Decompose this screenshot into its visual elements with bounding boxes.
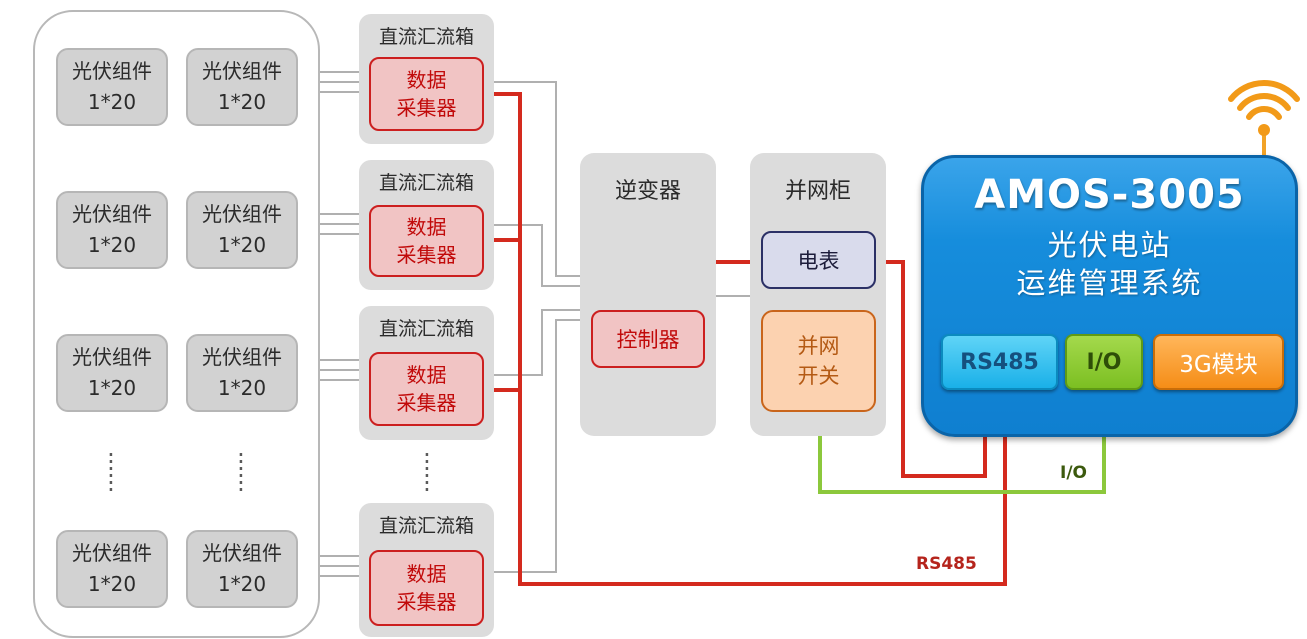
io-wire-label: I/O [1060,463,1087,483]
pv-module: 光伏组件 1*20 [56,191,168,269]
module-label: 光伏组件 [202,541,282,565]
module-label: 光伏组件 [202,59,282,83]
collector-label: 采集器 [396,391,457,415]
module-count: 1*20 [217,376,267,400]
module-count: 1*20 [87,233,137,257]
collector-label: 数据 [406,68,447,92]
controller: 控制器 [591,310,705,368]
dc-cables-inverter [486,81,750,573]
pv-module: 光伏组件 1*20 [186,530,298,608]
pv-module: 光伏组件 1*20 [56,334,168,412]
io-line [818,390,1106,494]
grid-switch: 并网开关 [761,310,876,412]
module-count: 1*20 [217,233,267,257]
dc-combiner-box: 直流汇流箱 数据采集器 [359,160,494,290]
pv-module: 光伏组件 1*20 [186,191,298,269]
combiner-title: 直流汇流箱 [378,172,474,194]
ellipsis-dots: ······ [237,441,245,504]
switch-label: 开关 [797,364,840,388]
combiner-title: 直流汇流箱 [378,26,474,48]
combiner-title: 直流汇流箱 [378,318,474,340]
wifi-signal-icon [1228,80,1300,136]
module-count: 1*20 [87,90,137,114]
dc-combiner-box: 直流汇流箱 数据采集器 [359,14,494,144]
dc-combiner-box: 直流汇流箱 数据采集器 [359,306,494,440]
collector-label: 数据 [406,363,447,387]
module-label: 光伏组件 [72,202,152,226]
collector-label: 采集器 [396,96,457,120]
switch-label: 并网 [797,334,840,358]
amos-subtitle-line: 光伏电站 [1047,228,1172,262]
ellipsis-dots: ······ [107,441,115,504]
module-label: 光伏组件 [202,345,282,369]
ellipsis-dots: ······ [423,441,431,504]
data-collector: 数据采集器 [369,205,484,277]
pv-module: 光伏组件 1*20 [56,48,168,126]
amos-subtitle: 光伏电站 运维管理系统 [924,226,1295,302]
dc-combiner-box: 直流汇流箱 数据采集器 [359,503,494,637]
collector-label: 数据 [406,215,447,239]
inverter-panel: 逆变器 控制器 [580,153,716,436]
module-count: 1*20 [87,572,137,596]
data-collector: 数据采集器 [369,57,484,131]
amos-title: AMOS-3005 [974,172,1245,218]
module-count: 1*20 [217,90,267,114]
io-port: I/O [1065,334,1143,390]
data-collector: 数据采集器 [369,550,484,626]
combiner-title: 直流汇流箱 [378,515,474,537]
collector-label: 采集器 [396,243,457,267]
rs485-port: RS485 [941,334,1058,390]
module-count: 1*20 [87,376,137,400]
grid-cabinet-title: 并网柜 [784,179,851,204]
module-label: 光伏组件 [72,541,152,565]
grid-cabinet-panel: 并网柜 电表 并网开关 [750,153,886,436]
module-count: 1*20 [217,572,267,596]
data-collector: 数据采集器 [369,352,484,426]
pv-module: 光伏组件 1*20 [56,530,168,608]
electric-meter: 电表 [761,231,876,289]
pv-module: 光伏组件 1*20 [186,48,298,126]
3g-module-port: 3G模块 [1153,334,1284,390]
module-label: 光伏组件 [72,345,152,369]
collector-label: 采集器 [396,590,457,614]
module-label: 光伏组件 [202,202,282,226]
rs485-wire-label: RS485 [916,554,977,574]
amos-subtitle-line: 运维管理系统 [1016,266,1203,300]
collector-label: 数据 [406,562,447,586]
inverter-title: 逆变器 [614,179,681,204]
pv-module: 光伏组件 1*20 [186,334,298,412]
amos-3005-system: AMOS-3005 光伏电站 运维管理系统 RS485 I/O 3G模块 [921,155,1298,437]
module-label: 光伏组件 [72,59,152,83]
